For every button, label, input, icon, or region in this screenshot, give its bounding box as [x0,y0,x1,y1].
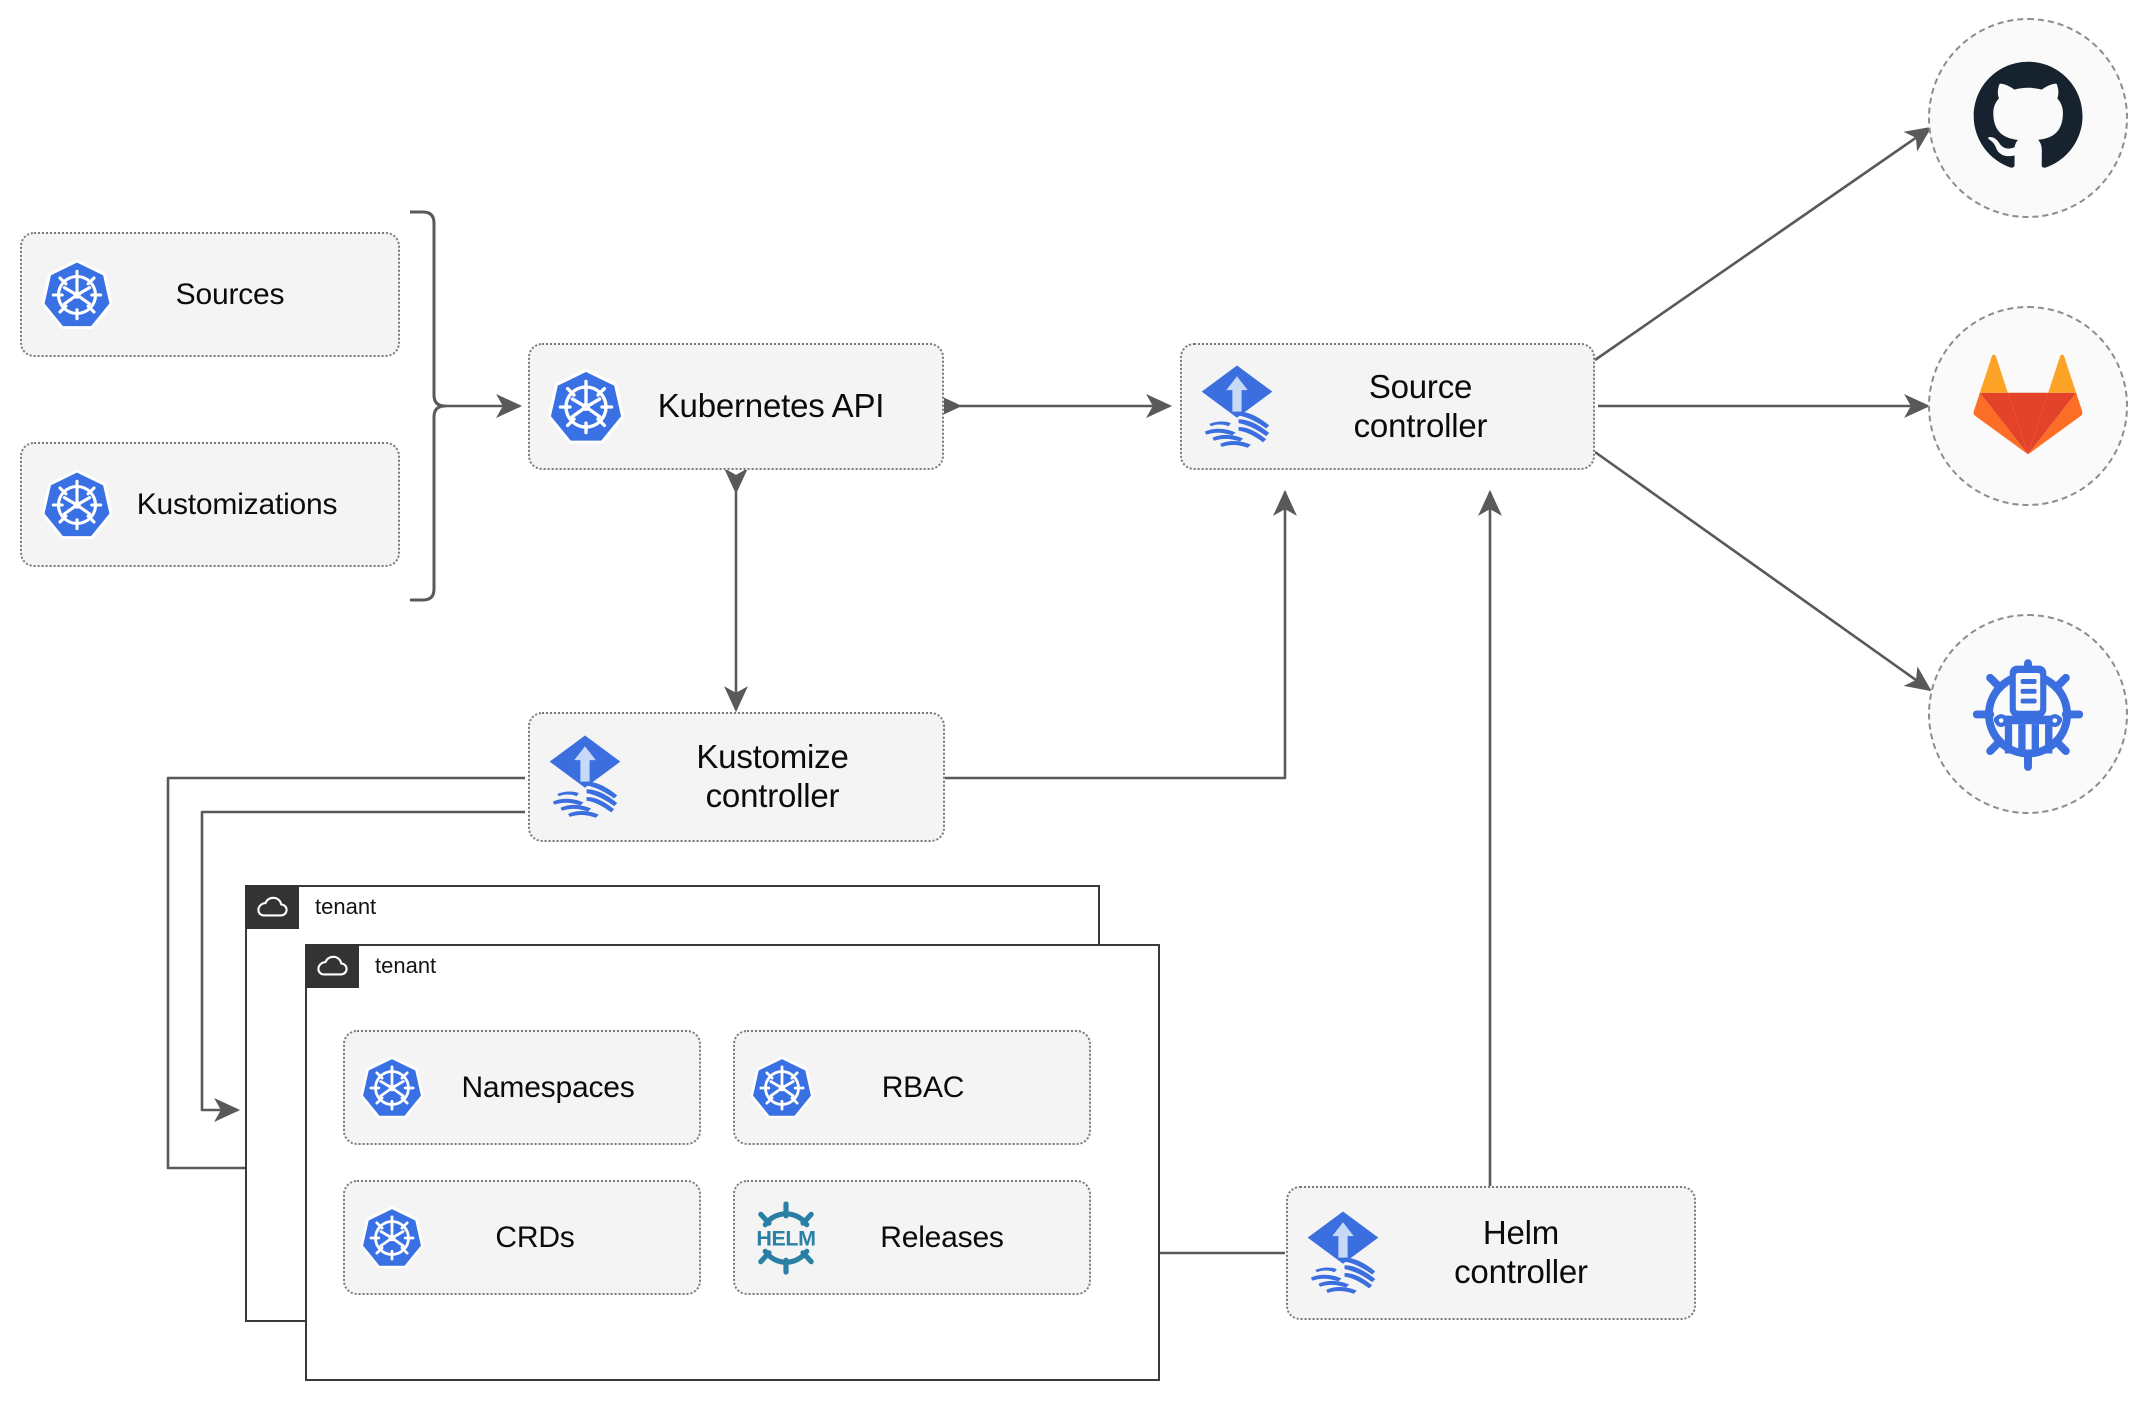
tenant-container-front [305,944,1160,1381]
flux-icon [1304,1210,1382,1296]
provider-gitlab[interactable] [1928,306,2128,506]
github-icon [1969,57,2087,180]
provider-github[interactable] [1928,18,2128,218]
svg-text:HELM: HELM [756,1226,815,1250]
node-label-rbac: RBAC [881,1070,965,1104]
tenant-tab-back: tenant [245,885,376,929]
kubernetes-icon [546,367,626,447]
node-kustomize-controller[interactable]: Kustomize controller [528,712,945,842]
tenant-label-front: tenant [375,953,437,978]
node-label-kustomize-controller: Kustomize controller [696,738,849,814]
kubernetes-icon [359,1205,425,1271]
node-label-source-controller: Source controller [1353,367,1488,444]
node-label-releases: Releases [880,1220,1004,1254]
flux-icon [546,734,624,820]
node-label-kustomizations: Kustomizations [136,487,338,521]
provider-harbor[interactable] [1928,614,2128,814]
node-source-controller[interactable]: Source controller [1180,343,1595,470]
tenant-tab-front: tenant [305,944,436,988]
node-label-kubernetes-api: Kubernetes API [657,387,885,425]
helm-icon: HELM [749,1200,823,1275]
node-label-helm-controller: Helm controller [1454,1214,1588,1290]
kubernetes-icon [40,468,114,542]
kubernetes-icon [359,1055,425,1121]
kubernetes-icon [749,1055,815,1121]
node-kustomizations[interactable]: Kustomizations [20,442,400,567]
node-kubernetes-api[interactable]: Kubernetes API [528,343,944,470]
node-label-crds: CRDs [495,1220,575,1254]
gitlab-icon [1972,350,2084,463]
node-namespaces[interactable]: Namespaces [343,1030,701,1145]
node-sources[interactable]: Sources [20,232,400,357]
node-label-namespaces: Namespaces [461,1070,635,1104]
cloud-icon [245,885,299,929]
node-helm-controller[interactable]: Helm controller [1286,1186,1696,1320]
kubernetes-icon [40,258,114,332]
harbor-icon [1967,651,2089,778]
cloud-icon [305,944,359,988]
node-rbac[interactable]: RBAC [733,1030,1091,1145]
node-releases[interactable]: HELM Releases [733,1180,1091,1295]
tenant-label-back: tenant [315,894,377,919]
node-crds[interactable]: CRDs [343,1180,701,1295]
node-label-sources: Sources [175,277,285,311]
flux-icon [1198,364,1276,450]
